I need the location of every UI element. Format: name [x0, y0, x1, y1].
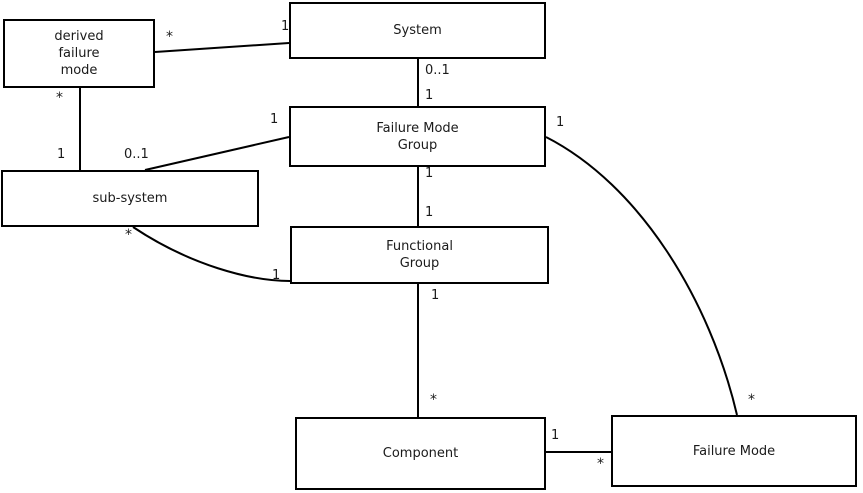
- class-name-label: sub-system: [92, 191, 168, 206]
- class-box-system[interactable]: System: [289, 2, 546, 59]
- multiplicity-label: *: [597, 456, 604, 472]
- multiplicity-label: 1: [551, 428, 560, 443]
- class-name-label: Failure Mode Group: [376, 120, 459, 153]
- multiplicity-label: *: [125, 227, 132, 243]
- multiplicity-label: *: [748, 392, 755, 408]
- multiplicity-label: 1: [425, 88, 434, 103]
- multiplicity-label: 1: [272, 268, 281, 283]
- multiplicity-label: 1: [431, 288, 440, 303]
- class-box-failure-mode-group[interactable]: Failure Mode Group: [289, 106, 546, 167]
- multiplicity-label: 0..1: [124, 147, 149, 162]
- association-edge: [144, 136, 290, 171]
- multiplicity-label: 1: [270, 112, 279, 127]
- class-name-label: System: [393, 23, 442, 38]
- class-name-label: Functional Group: [386, 239, 453, 271]
- multiplicity-label: *: [56, 90, 63, 106]
- multiplicity-label: 1: [57, 147, 66, 162]
- class-box-component[interactable]: Component: [295, 417, 546, 490]
- multiplicity-label: 1: [281, 19, 290, 34]
- multiplicity-label: 1: [425, 166, 434, 181]
- multiplicity-label: *: [430, 392, 437, 408]
- class-box-functional-group[interactable]: Functional Group: [290, 226, 549, 284]
- class-box-derived-failure-mode[interactable]: derived failure mode: [3, 19, 155, 88]
- class-name-label: derived failure mode: [54, 29, 104, 78]
- multiplicity-label: 1: [556, 115, 565, 130]
- class-box-sub-system[interactable]: sub-system: [1, 170, 259, 227]
- multiplicity-label: *: [166, 29, 173, 45]
- class-name-label: Failure Mode: [692, 443, 776, 459]
- multiplicity-label: 1: [425, 205, 434, 220]
- association-edge: [132, 226, 291, 282]
- class-box-failure-mode[interactable]: Failure Mode: [611, 415, 857, 487]
- association-edge: [154, 42, 290, 53]
- association-edge: [545, 136, 738, 416]
- multiplicity-label: 0..1: [425, 63, 450, 78]
- class-name-label: Component: [382, 446, 459, 461]
